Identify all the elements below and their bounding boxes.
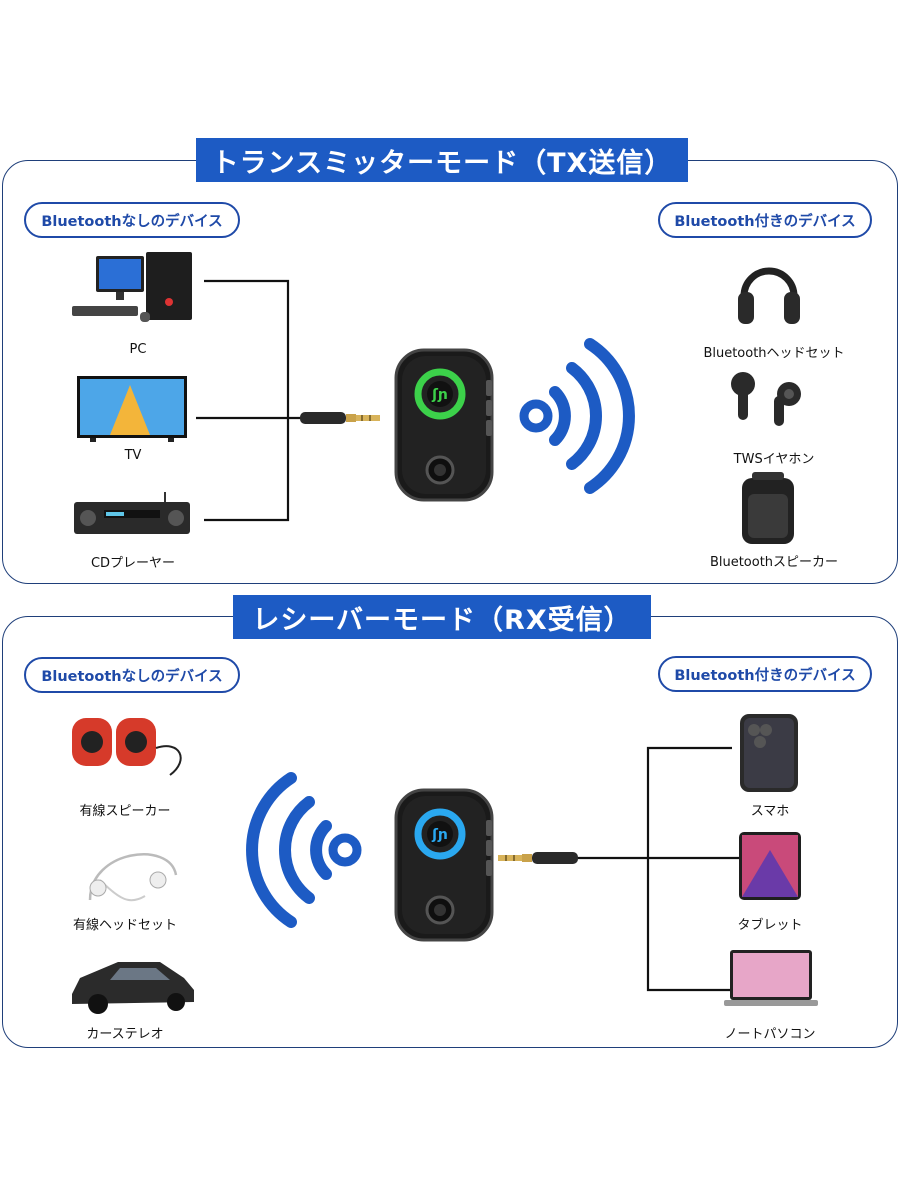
aux-cable-icon <box>300 412 380 424</box>
tx-right-device-label-0: Bluetoothヘッドセット <box>703 346 845 361</box>
laptop-icon <box>724 950 818 1006</box>
svg-text:ʃɲ: ʃɲ <box>431 827 448 843</box>
aux-cable-icon <box>498 852 578 864</box>
tx-cable-lines <box>196 279 312 522</box>
rx-mode-title: レシーバーモード（RX受信） <box>233 595 651 639</box>
rx-right-device-label-2: ノートパソコン <box>724 1027 816 1042</box>
tablet-icon <box>739 832 801 900</box>
rx-right-device-label-1: タブレット <box>737 918 803 933</box>
svg-text:ʃɲ: ʃɲ <box>431 387 448 403</box>
car-icon <box>72 962 194 1014</box>
rx-left-device-label-2: カーステレオ <box>86 1027 164 1042</box>
tv-icon <box>77 376 187 442</box>
bluetooth-wave-icon <box>246 772 362 928</box>
tx-right-pill: Bluetooth付きのデバイス <box>658 202 872 238</box>
earbuds-icon <box>731 372 801 426</box>
bt-adapter-icon: ʃɲ <box>394 348 494 502</box>
tx-left-pill: Bluetoothなしのデバイス <box>24 202 240 238</box>
tx-left-device-label-1: TV <box>124 448 142 463</box>
smartphone-icon <box>740 714 798 792</box>
rx-right-pill: Bluetooth付きのデバイス <box>658 656 872 692</box>
rx-left-device-label-1: 有線ヘッドセット <box>72 918 177 933</box>
tx-left-device-label-2: CDプレーヤー <box>90 556 176 571</box>
bt-speaker-icon <box>742 472 794 544</box>
bluetooth-wave-icon <box>519 338 635 494</box>
wired-headset-icon <box>88 853 178 902</box>
rx-left-device-label-0: 有線スピーカー <box>79 804 171 819</box>
tx-mode-title: トランスミッターモード（TX送信） <box>196 138 688 182</box>
rx-left-pill: Bluetoothなしのデバイス <box>24 657 240 693</box>
tx-left-device-label-0: PC <box>129 342 147 357</box>
rx-right-device-label-0: スマホ <box>750 804 790 819</box>
headphones-icon <box>738 267 800 324</box>
pc-icon <box>72 252 192 322</box>
wired-speaker-icon <box>72 718 182 776</box>
rx-cable-lines <box>578 746 740 992</box>
tx-right-device-label-2: Bluetoothスピーカー <box>709 555 839 570</box>
bt-adapter-icon: ʃɲ <box>394 788 494 942</box>
tx-right-device-label-1: TWSイヤホン <box>733 452 815 467</box>
cd-player-icon <box>74 492 190 534</box>
